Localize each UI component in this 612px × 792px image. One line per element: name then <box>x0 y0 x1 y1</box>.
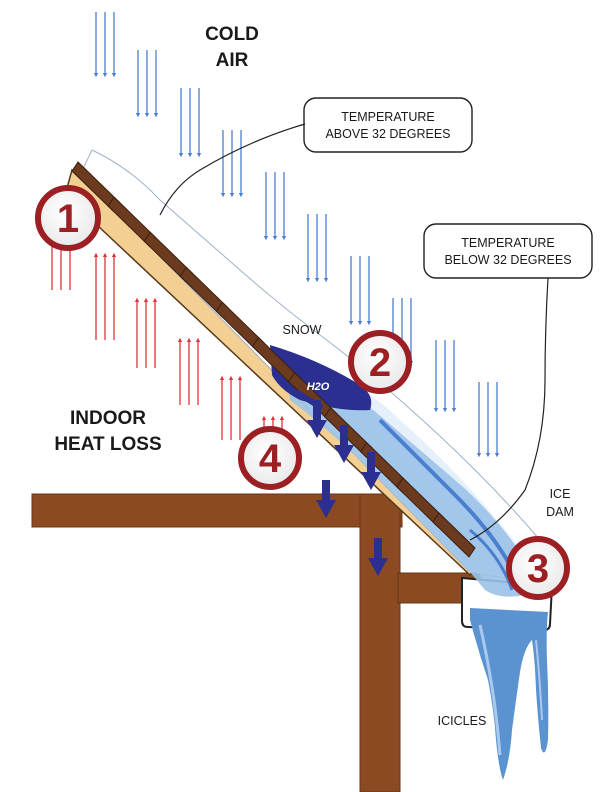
water-label: H2O <box>307 381 330 393</box>
cold-air-label-line1: COLD <box>205 24 259 45</box>
cold-air-arrow-group <box>135 50 159 118</box>
cold-air-arrow-group <box>433 340 457 413</box>
cold-air-label-line2: AIR <box>216 50 249 71</box>
marker-4-number: 4 <box>259 437 282 481</box>
heat-loss-label-line1: INDOOR <box>70 408 146 429</box>
heat-loss-arrow-group <box>93 252 117 340</box>
temp-below-line2: BELOW 32 DEGREES <box>444 253 571 267</box>
icicles-label: ICICLES <box>438 714 487 728</box>
cold-air-arrow-group <box>93 12 117 78</box>
marker-1: 1 <box>35 185 101 251</box>
cold-air-arrow-group <box>476 382 500 458</box>
cold-air-arrow-group <box>220 130 244 198</box>
marker-3-number: 3 <box>527 547 549 591</box>
cold-air-arrow-group <box>348 256 372 326</box>
house-framing <box>31 493 481 792</box>
heat-loss-arrow-group <box>134 297 158 368</box>
melt-arrow <box>316 480 336 518</box>
meltwater-arrows <box>294 389 388 576</box>
heat-loss-arrow-group <box>177 337 201 405</box>
shingles <box>71 161 476 558</box>
melt-arrow <box>307 400 327 438</box>
marker-1-number: 1 <box>57 197 79 241</box>
temp-above-callout: TEMPERATURE ABOVE 32 DEGREES <box>159 97 473 216</box>
temp-below-callout: TEMPERATURE BELOW 32 DEGREES <box>423 223 593 541</box>
temp-above-line1: TEMPERATURE <box>341 110 435 124</box>
melt-arrow <box>368 538 388 576</box>
icicles-shape <box>470 608 549 780</box>
heat-loss-arrow-group <box>219 375 243 440</box>
snow-label: SNOW <box>283 323 322 337</box>
ice-dam-label-line1: ICE <box>550 487 571 501</box>
ceiling-joist <box>31 493 403 528</box>
melt-arrow <box>361 452 381 490</box>
melt-arrow <box>334 425 354 463</box>
cold-air-arrow-group <box>178 88 202 158</box>
marker-4: 4 <box>238 426 302 490</box>
heat-loss-label-line2: HEAT LOSS <box>54 434 161 455</box>
marker-3: 3 <box>506 536 570 600</box>
cold-air-arrow-group <box>263 172 287 241</box>
temp-above-line2: ABOVE 32 DEGREES <box>325 127 450 141</box>
ice-dam-label-line2: DAM <box>546 505 574 519</box>
temp-below-line1: TEMPERATURE <box>461 236 555 250</box>
marker-2-number: 2 <box>369 341 391 385</box>
shingle <box>432 512 476 558</box>
marker-2: 2 <box>348 330 412 394</box>
cold-air-arrow-group <box>305 214 329 283</box>
